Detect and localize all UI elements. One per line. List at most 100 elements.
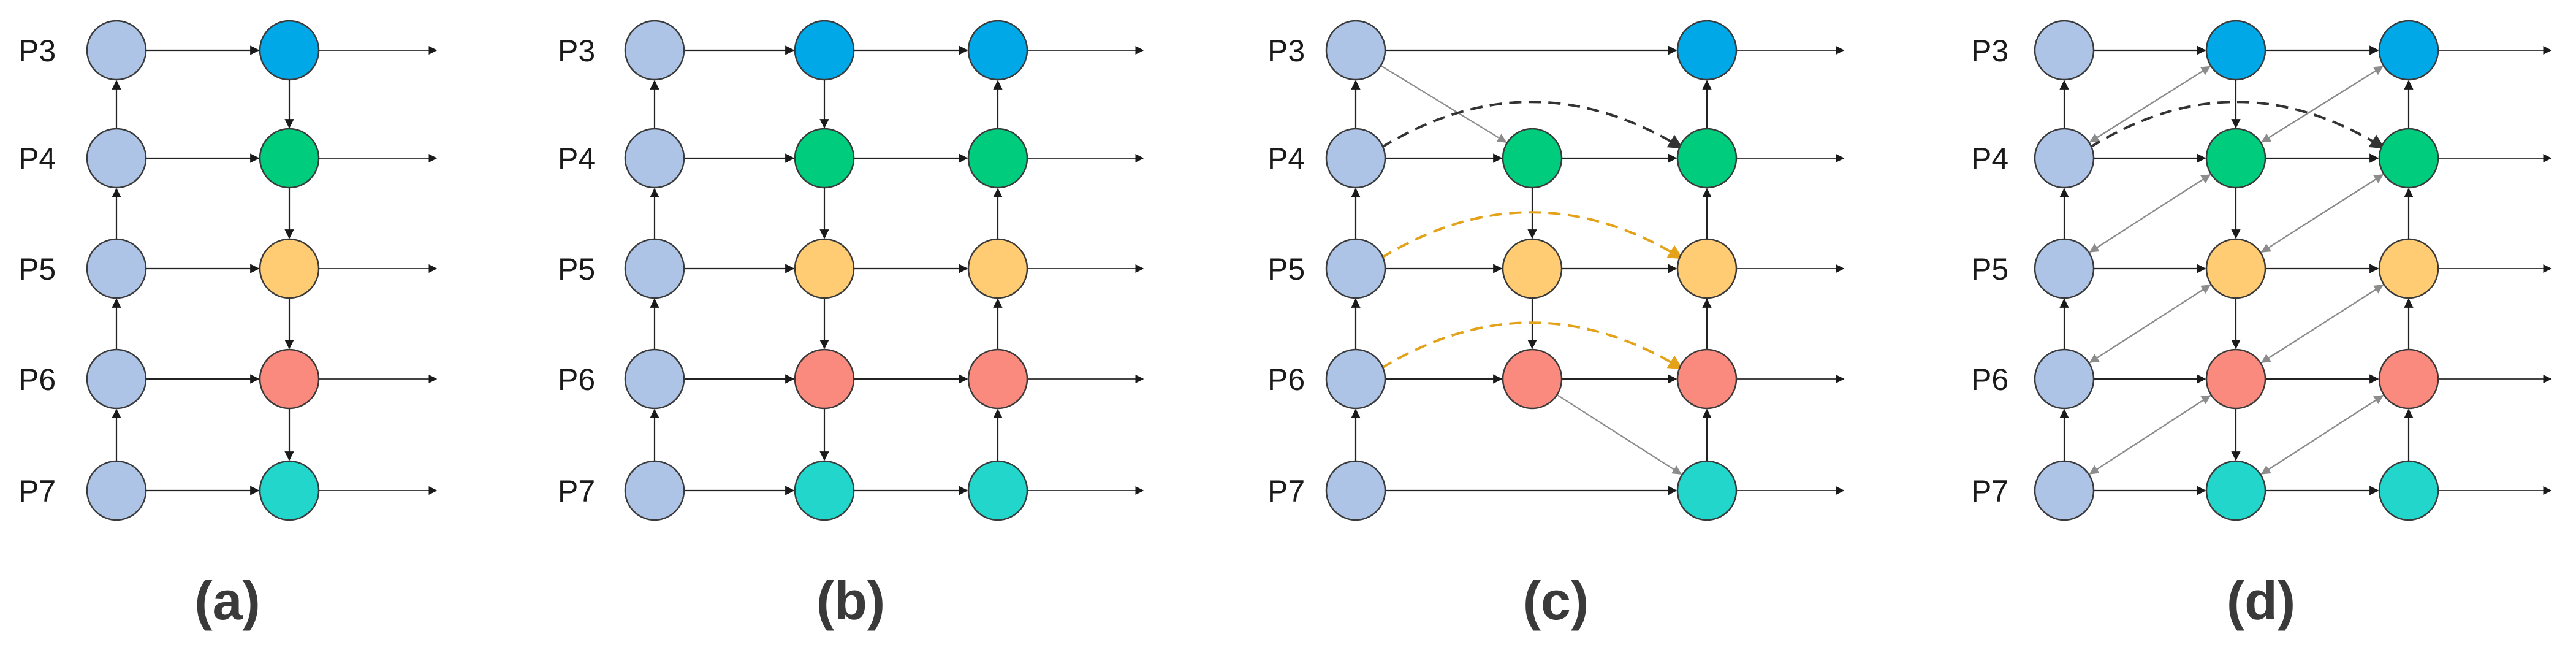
fused-node-p7: [259, 460, 320, 521]
node-layer: [624, 20, 1028, 521]
fused-node-p6: [794, 348, 855, 410]
cross-scale-edge: [2089, 65, 2211, 143]
backbone-node-p6: [2034, 348, 2095, 410]
fused-node-p6: [967, 348, 1028, 410]
cross-scale-edge: [2260, 173, 2385, 253]
fused-node-p4: [967, 128, 1028, 189]
fused-node-p7: [1676, 460, 1738, 521]
edge-layer: [2059, 45, 2552, 495]
cross-scale-edge: [2089, 284, 2212, 363]
backbone-node-p5: [624, 238, 685, 299]
level-label-p4: P4: [18, 142, 56, 176]
level-label-p5: P5: [1971, 252, 2008, 286]
fused-node-p5: [794, 238, 855, 299]
cross-scale-edge: [2260, 394, 2385, 475]
level-label-p3: P3: [1267, 34, 1305, 68]
node-layer: [2034, 20, 2439, 521]
fused-node-p5: [1676, 238, 1738, 299]
skip-connection-dashed: [1380, 211, 1684, 259]
level-label-p7: P7: [1267, 474, 1305, 508]
backbone-node-p4: [1325, 128, 1386, 189]
fused-node-p4: [2205, 128, 2266, 189]
cross-scale-edge: [1380, 65, 1507, 143]
backbone-node-p6: [1325, 348, 1386, 410]
fused-node-p3: [794, 20, 855, 81]
fused-node-p6: [2378, 348, 2439, 410]
fused-node-p7: [794, 460, 855, 521]
fused-node-p6: [1502, 348, 1563, 410]
level-label-p5: P5: [1267, 252, 1305, 286]
skip-connection-dashed: [1380, 101, 1684, 149]
backbone-node-p3: [2034, 20, 2095, 81]
fused-node-p5: [967, 238, 1028, 299]
backbone-node-p7: [2034, 460, 2095, 521]
level-label-p6: P6: [558, 362, 595, 397]
node-layer: [1325, 20, 1738, 521]
backbone-node-p7: [86, 460, 147, 521]
fused-node-p4: [1676, 128, 1738, 189]
level-label-p3: P3: [558, 34, 595, 68]
edge-layer: [650, 45, 1144, 495]
fused-node-p4: [259, 128, 320, 189]
cross-scale-edge: [2260, 283, 2385, 364]
panel-caption: (a): [194, 570, 260, 631]
fused-node-p6: [1676, 348, 1738, 410]
fused-node-p3: [967, 20, 1028, 81]
backbone-node-p4: [2034, 128, 2095, 189]
level-label-p5: P5: [558, 252, 595, 286]
fused-node-p5: [2205, 238, 2266, 299]
backbone-node-p3: [624, 20, 685, 81]
level-label-p5: P5: [18, 252, 56, 286]
cross-scale-edge: [2089, 394, 2212, 475]
skip-connection-dashed: [2088, 101, 2385, 149]
backbone-node-p6: [624, 348, 685, 410]
level-label-p4: P4: [1971, 142, 2008, 176]
fused-node-p6: [2205, 348, 2266, 410]
level-label-p6: P6: [1267, 362, 1305, 397]
node-layer: [86, 20, 320, 521]
fused-node-p5: [2378, 238, 2439, 299]
backbone-node-p7: [1325, 460, 1386, 521]
level-label-p7: P7: [558, 474, 595, 508]
backbone-node-p4: [624, 128, 685, 189]
skip-connection-dashed: [1380, 321, 1684, 370]
backbone-node-p6: [86, 348, 147, 410]
fused-node-p4: [2378, 128, 2439, 189]
panel-caption: (c): [1523, 570, 1589, 631]
cross-scale-edge: [2261, 65, 2384, 143]
level-label-p4: P4: [558, 142, 595, 176]
backbone-node-p3: [86, 20, 147, 81]
cross-scale-edge: [1556, 394, 1682, 475]
fused-node-p7: [967, 460, 1028, 521]
level-label-p6: P6: [1971, 362, 2008, 397]
level-label-p3: P3: [18, 34, 56, 68]
fused-node-p3: [2205, 20, 2266, 81]
fused-node-p6: [259, 348, 320, 410]
fused-node-p5: [259, 238, 320, 299]
panel-caption: (d): [2227, 570, 2295, 631]
backbone-node-p5: [86, 238, 147, 299]
fused-node-p3: [2378, 20, 2439, 81]
level-label-p7: P7: [1971, 474, 2008, 508]
level-label-p3: P3: [1971, 34, 2008, 68]
edge-layer: [1351, 45, 1845, 495]
fused-node-p7: [2205, 460, 2266, 521]
panel-caption: (b): [816, 570, 885, 631]
backbone-node-p4: [86, 128, 147, 189]
backbone-node-p3: [1325, 20, 1386, 81]
cross-scale-edge: [2089, 174, 2212, 253]
fused-node-p5: [1502, 238, 1563, 299]
backbone-node-p5: [1325, 238, 1386, 299]
fused-node-p4: [1502, 128, 1563, 189]
fused-node-p4: [794, 128, 855, 189]
backbone-node-p5: [2034, 238, 2095, 299]
backbone-node-p7: [624, 460, 685, 521]
level-label-p6: P6: [18, 362, 56, 397]
fused-node-p7: [2378, 460, 2439, 521]
edge-layer: [112, 45, 438, 495]
